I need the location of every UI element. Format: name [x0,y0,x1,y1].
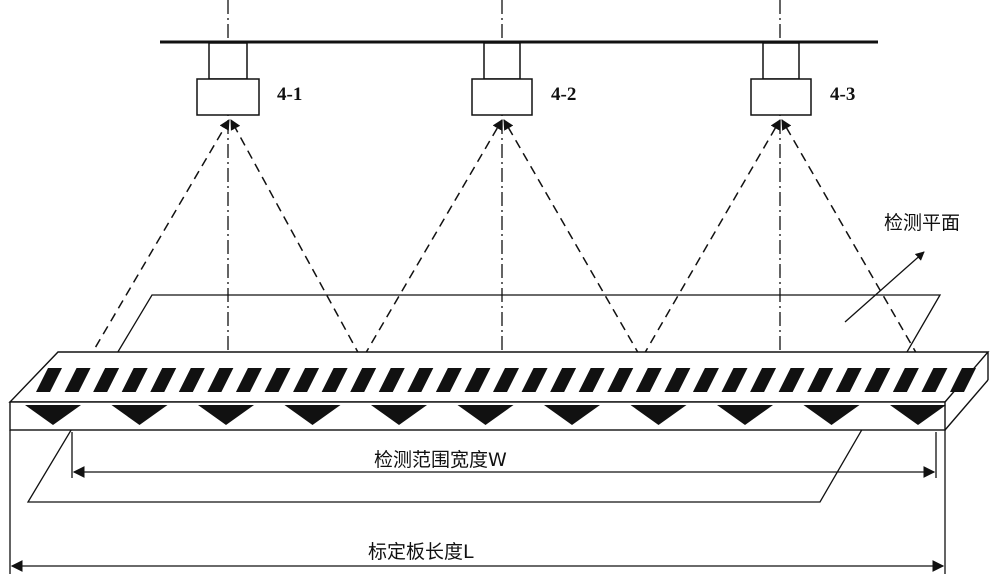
optical-axes [227,0,781,392]
calibration-pattern-triangles [25,405,946,425]
pattern-triangle [371,405,427,425]
pattern-bar [778,368,805,392]
pattern-triangle [111,405,168,425]
detection-width-label: 检测范围宽度W [374,449,507,471]
pattern-bar [64,368,91,392]
camera-body [471,78,533,116]
pattern-bar [407,368,434,392]
pattern-bar [235,368,262,392]
camera-4-1 [196,42,260,116]
pattern-triangle [544,405,600,425]
pattern-bar [464,368,491,392]
pattern-bar [493,368,519,392]
pattern-bar [692,368,719,392]
camera-label-1: 4-1 [277,84,302,105]
pattern-bar [350,368,377,392]
detection-width-dimension [71,432,937,478]
pattern-bar [835,368,862,392]
pattern-bar [36,368,62,392]
pattern-bar [578,368,605,392]
camera-label-3: 4-3 [830,84,855,105]
calibration-board [8,351,990,431]
detection-plane-leader [844,251,925,323]
pattern-triangle [457,405,514,425]
pattern-bar [864,368,891,392]
pattern-bar [121,368,148,392]
pattern-bar [435,368,462,392]
pattern-bar [550,368,577,392]
detection-plane-label: 检测平面 [884,212,960,234]
board-length-dimension [9,430,946,574]
pattern-triangle [717,405,773,425]
camera-label-2: 4-2 [551,84,576,105]
camera-mount [762,42,800,80]
pattern-bar [521,368,548,392]
pattern-bar [950,368,976,392]
camera-mount [208,42,248,80]
pattern-bar [635,368,662,392]
camera-body [750,78,812,116]
pattern-bar [892,368,919,392]
pattern-bar [807,368,834,392]
pattern-bar [664,368,691,392]
pattern-triangle [630,405,687,425]
camera-4-2 [471,42,533,116]
camera-4-3 [750,42,812,116]
board-side-edge-bottom [944,379,989,431]
pattern-bar [607,368,634,392]
pattern-bar [750,368,777,392]
pattern-triangle [284,405,341,425]
pattern-triangle [25,405,81,425]
camera-body [196,78,260,116]
board-length-label: 标定板长度L [368,541,474,563]
pattern-bar [207,368,234,392]
pattern-bar [150,368,177,392]
calibration-pattern-bars [36,368,976,392]
pattern-bar [321,368,348,392]
pattern-bar [378,368,405,392]
pattern-bar [721,368,748,392]
pattern-triangle [803,405,860,425]
pattern-bar [264,368,291,392]
pattern-bar [178,368,205,392]
detection-plane [26,294,942,503]
pattern-bar [921,368,948,392]
pattern-triangle [198,405,254,425]
pattern-bar [93,368,120,392]
board-top-face [8,351,990,403]
pattern-triangle [890,405,946,425]
camera-mount [483,42,521,80]
fields-of-view [87,119,919,361]
pattern-bar [293,368,320,392]
